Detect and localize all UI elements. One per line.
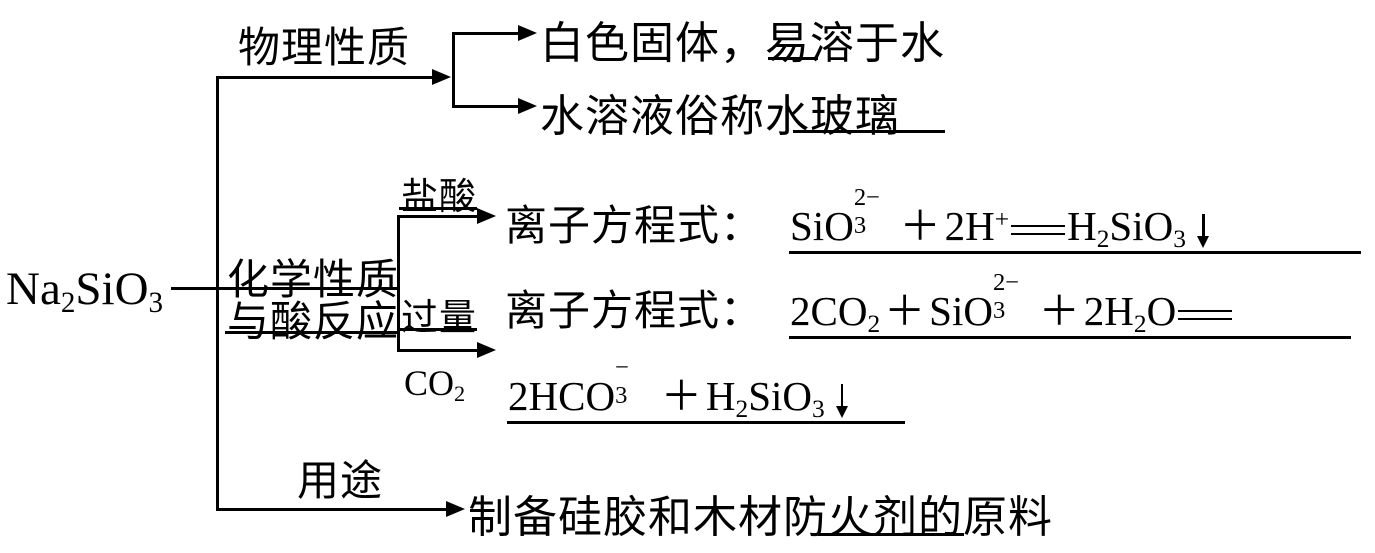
physical-item-2-underline — [793, 130, 945, 133]
physical-item-line-2 — [452, 105, 520, 108]
precipitate-arrow-icon-2 — [835, 384, 849, 418]
physical-item-1-underline — [768, 57, 818, 60]
branch-label-chemical-top: 化学性质 — [227, 255, 400, 304]
reagent-label-hydrochloric-acid: 盐酸 — [401, 175, 477, 218]
uses-item-prefix: 制备硅胶和木材 — [468, 492, 783, 543]
main-branch-bracket — [216, 76, 219, 511]
reaction-1-arrowhead — [477, 208, 496, 224]
reagent-label-excess: 过量 — [401, 296, 477, 339]
chemical-branch-line — [216, 287, 228, 290]
branch-label-chemical-bottom: 与酸反应 — [227, 297, 400, 346]
reagent-label-excess-underline — [399, 328, 477, 331]
physical-item-2-prefix: 水溶液俗称 — [540, 91, 765, 142]
physical-branch-line — [216, 76, 434, 79]
physical-item-1-emphasis: 易 — [765, 18, 810, 69]
equation-2-underline-line-1 — [789, 336, 1351, 339]
branch-label-physical: 物理性质 — [238, 23, 411, 72]
reaction-2-line — [397, 349, 479, 352]
physical-branch-arrowhead — [432, 69, 451, 85]
uses-item-text: 制备硅胶和木材防火剂的原料 — [468, 481, 1053, 545]
root-connector-line — [171, 287, 219, 290]
physical-item-2-emphasis: 水玻璃 — [765, 91, 900, 142]
reagent-label-co2: CO2 — [404, 363, 466, 407]
uses-branch-arrowhead — [446, 501, 465, 517]
equation-2-lead-in: 离子方程式： — [505, 286, 764, 335]
branch-label-chemical-bottom-underline — [225, 331, 397, 334]
physical-item-2-text: 水溶液俗称水玻璃 — [540, 80, 900, 144]
equation-1-underline — [789, 251, 1361, 254]
physical-item-line-1 — [452, 32, 520, 35]
physical-item-arrowhead-2 — [518, 98, 537, 114]
physical-item-1-suffix: 溶于水 — [810, 18, 945, 69]
physical-item-arrowhead-1 — [518, 25, 537, 41]
equation-2-underline-line-2 — [507, 421, 905, 424]
reagent-label-hydrochloric-acid-underline — [399, 207, 477, 210]
uses-branch-line — [216, 508, 448, 511]
physical-item-1-text: 白色固体，易溶于水 — [540, 7, 945, 71]
uses-item-underline — [818, 533, 964, 536]
branch-label-uses: 用途 — [297, 456, 384, 505]
reaction-1-line — [397, 215, 479, 218]
physical-item-1-prefix: 白色固体， — [540, 18, 765, 69]
branch-label-chemical-top-underline — [225, 287, 397, 290]
equation-1-lead-in: 离子方程式： — [505, 201, 764, 250]
chemical-sub-bracket — [397, 215, 400, 352]
equation-2-body-line-2: 2HCO−3＋H2SiO3 — [508, 354, 849, 424]
physical-sub-bracket — [452, 32, 455, 108]
root-node-sodium-silicate: Na2SiO3 — [6, 263, 164, 320]
precipitate-arrow-icon — [1196, 214, 1210, 248]
reaction-2-arrowhead — [477, 342, 496, 358]
